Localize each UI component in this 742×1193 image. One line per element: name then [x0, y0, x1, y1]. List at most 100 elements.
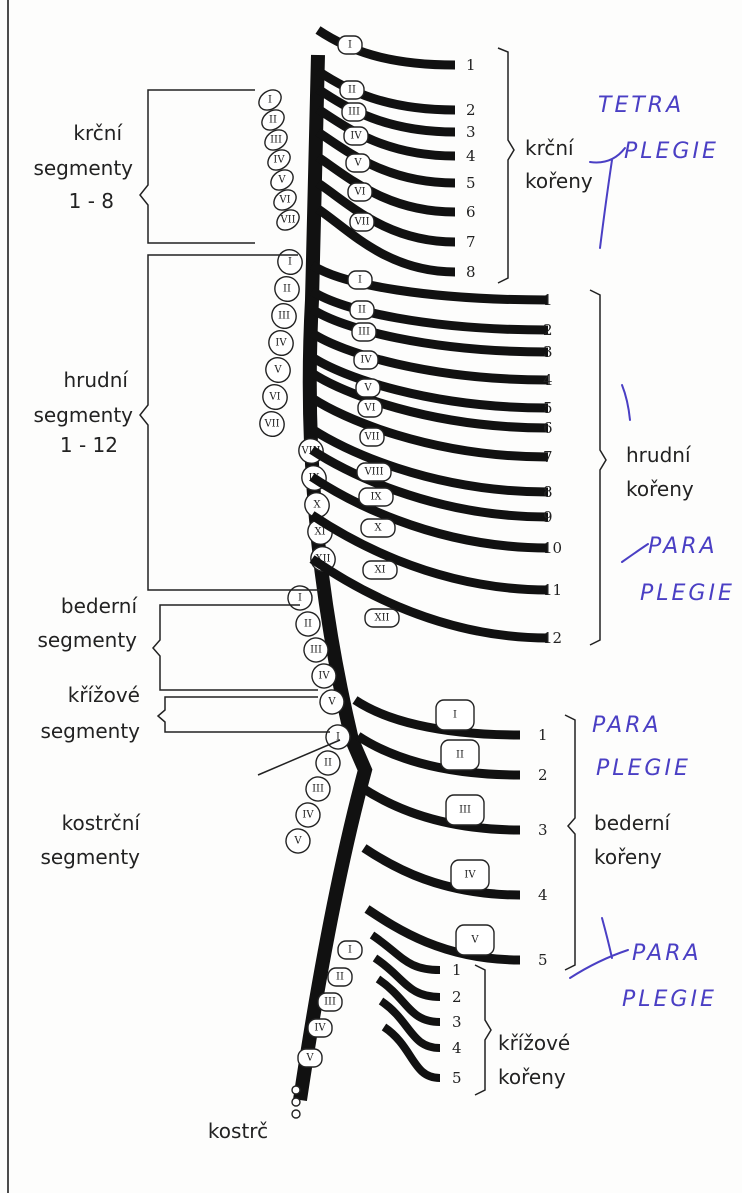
cervical-root-number-7: 7	[466, 233, 476, 251]
sacral-root-number-3: 3	[452, 1013, 462, 1031]
cervical-root-number-3: 3	[466, 123, 476, 141]
left-sacral-vertebra-numeral-IV: IV	[302, 810, 314, 821]
cervical-root-number-5: 5	[466, 174, 476, 192]
left-thoracic-vertebra-numeral-I: I	[288, 257, 292, 268]
cervical-vertebra-numeral-VII: VII	[353, 217, 369, 228]
left-thoracic-vertebra-numeral-VII: VII	[263, 419, 279, 430]
lumbar-root-number-3: 3	[538, 821, 548, 839]
paraplegie-lumbar-1: PARA	[592, 713, 662, 738]
left-cervical-vertebra-numeral-III: III	[270, 135, 282, 146]
sacral-vertebra-numeral-IV: IV	[314, 1023, 326, 1034]
sacral-roots-bracket	[475, 965, 491, 1095]
cervical-vertebra-numeral-VI: VI	[353, 187, 365, 198]
left-cervical-vertebra-numeral-VI: VI	[278, 195, 290, 206]
cervical-vertebra-numeral-II: II	[348, 85, 356, 96]
sacral-vertebra-numeral-III: III	[324, 997, 336, 1008]
cervical-segments-label-3: 1 - 8	[69, 189, 114, 213]
cervical-root-number-4: 4	[466, 147, 476, 165]
lumbar-vertebra-numeral-III: III	[459, 805, 471, 816]
thoracic-vertebra-numeral-VII: VII	[363, 432, 379, 443]
coccyx-vertebra-1	[292, 1086, 300, 1094]
sacral-roots-label-2: kořeny	[498, 1065, 566, 1089]
thoracic-vertebra-numeral-XI: XI	[374, 565, 385, 576]
lumbar-vertebra-numeral-IV: IV	[464, 870, 476, 881]
thoracic-root-number-8: 8	[543, 483, 553, 501]
left-sacral-vertebra-numeral-III: III	[312, 784, 324, 795]
lumbar-roots-label-2: kořeny	[594, 845, 662, 869]
coccyx-label: kostrč	[208, 1119, 268, 1143]
thoracic-vertebra-numeral-XII: XII	[374, 613, 389, 624]
thoracic-vertebra-numeral-IX: IX	[370, 492, 382, 503]
lumbar-vertebra-numeral-V: V	[470, 935, 479, 946]
tetraplegie-annotation-1: TETRA	[598, 93, 684, 118]
thoracic-root-number-6: 6	[543, 419, 553, 437]
thoracic-root-number-12: 12	[543, 629, 562, 647]
sacral-segments-label-1: křížové	[68, 683, 140, 707]
pen-tick-thoracic	[622, 385, 630, 420]
thoracic-root-number-5: 5	[543, 399, 553, 417]
left-thoracic-vertebra-numeral-III: III	[278, 311, 290, 322]
thoracic-segments-label-3: 1 - 12	[60, 433, 118, 457]
sacral-segments-label-2: segmenty	[40, 719, 140, 743]
thoracic-root-8	[312, 429, 548, 492]
lumbar-root-number-4: 4	[538, 886, 548, 904]
lumbar-segments-label-1: bederní	[61, 594, 139, 618]
sacral-vertebra-numeral-II: II	[336, 972, 344, 983]
thoracic-root-number-10: 10	[543, 539, 562, 557]
left-vertebrae-column: IIIIIIIVVVIVIIIIIIIIIVVVIVIIVIIIIXXXIXII…	[255, 86, 355, 1118]
sacral-root-number-2: 2	[452, 988, 462, 1006]
lumbar-root-4	[364, 848, 520, 895]
thoracic-vertebra-numeral-VIII: VIII	[363, 467, 383, 478]
thoracic-root-number-7: 7	[543, 448, 553, 466]
thoracic-vertebra-numeral-II: II	[358, 305, 366, 316]
cervical-roots-bracket	[498, 48, 514, 283]
lumbar-root-number-1: 1	[538, 726, 548, 744]
lumbar-root-3	[361, 787, 520, 830]
pen-mark-thoracic	[622, 544, 648, 562]
left-cervical-vertebra-numeral-VII: VII	[279, 215, 295, 226]
thoracic-root-number-4: 4	[543, 371, 553, 389]
thoracic-roots-label-1: hrudní	[626, 443, 692, 467]
thoracic-segments-label-1: hrudní	[63, 368, 129, 392]
paraplegie-sacral-1: PARA	[632, 941, 702, 966]
cervical-segments-label-2: segmenty	[33, 156, 133, 180]
left-lumbar-vertebra-numeral-I: I	[298, 593, 302, 604]
cervical-root-number-2: 2	[466, 101, 476, 119]
left-lumbar-vertebra-numeral-II: II	[304, 619, 312, 630]
left-lumbar-vertebra-numeral-III: III	[310, 645, 322, 656]
sacral-roots-label-1: křížové	[498, 1031, 570, 1055]
cervical-segments-label-1: krční	[73, 121, 123, 145]
left-cervical-vertebra-numeral-V: V	[277, 175, 286, 186]
thoracic-roots-label-2: kořeny	[626, 477, 694, 501]
left-sacral-vertebra-numeral-II: II	[324, 758, 332, 769]
sacral-root-number-5: 5	[452, 1069, 462, 1087]
cervical-vertebra-numeral-I: I	[348, 40, 352, 51]
coccygeal-segments-label-2: segmenty	[40, 845, 140, 869]
cervical-root-number-8: 8	[466, 263, 476, 281]
cervical-root-number-1: 1	[466, 56, 476, 74]
cervical-roots-label-2: kořeny	[525, 169, 593, 193]
left-cervical-vertebra-numeral-II: II	[269, 115, 277, 126]
cervical-vertebra-numeral-IV: IV	[350, 131, 362, 142]
cervical-roots-label-1: krční	[525, 136, 575, 160]
lumbar-roots-label-1: bederní	[594, 811, 672, 835]
coccygeal-segments-label-1: kostrční	[62, 811, 142, 835]
sacral-segments-bracket	[158, 697, 330, 732]
thoracic-vertebra-numeral-V: V	[363, 383, 372, 394]
thoracic-segments-bracket	[140, 255, 320, 590]
sacral-vertebra-numeral-I: I	[348, 945, 352, 956]
lumbar-root-number-5: 5	[538, 951, 548, 969]
lumbar-root-2	[358, 736, 520, 775]
left-lumbar-vertebra-numeral-IV: IV	[318, 671, 330, 682]
left-lumbar-vertebra-numeral-V: V	[327, 697, 336, 708]
lumbar-vertebra-numeral-I: I	[453, 710, 457, 721]
left-cervical-vertebra-numeral-I: I	[268, 95, 272, 106]
paraplegie-sacral-2: PLEGIE	[622, 987, 717, 1012]
lumbar-segments-label-2: segmenty	[37, 628, 137, 652]
thoracic-root-number-3: 3	[543, 343, 553, 361]
thoracic-vertebra-numeral-X: X	[374, 523, 382, 534]
left-thoracic-vertebra-numeral-XI: XI	[314, 527, 325, 538]
left-sacral-vertebra-numeral-V: V	[293, 836, 302, 847]
thoracic-segments-label-2: segmenty	[33, 403, 133, 427]
